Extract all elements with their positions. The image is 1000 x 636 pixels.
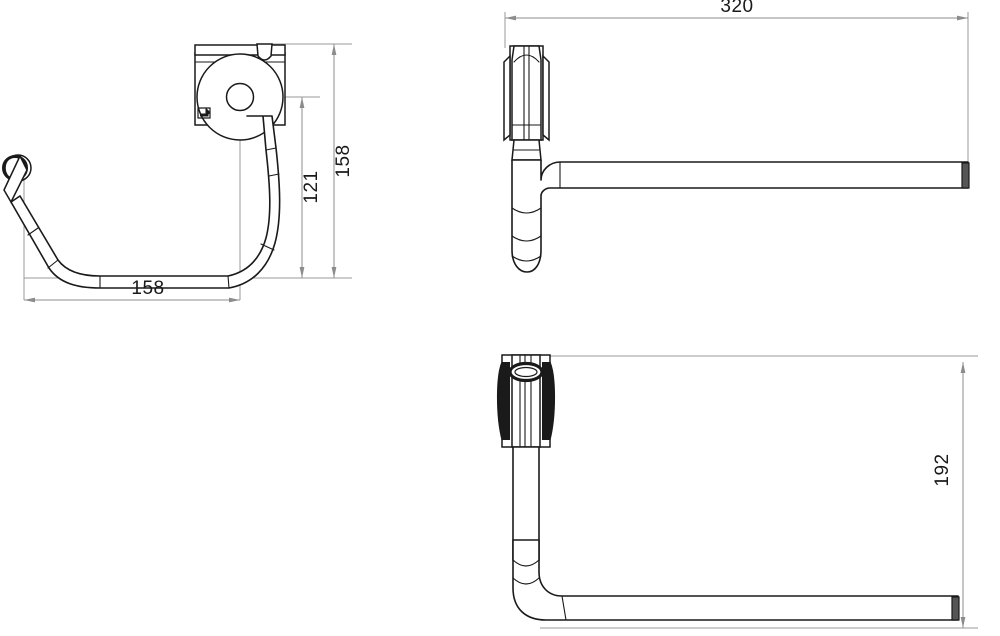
dimension-121-vertical: 121 (299, 97, 322, 278)
clamp-head-front (503, 45, 550, 142)
side-view: 158 121 158 (2, 43, 354, 303)
dimension-320-label: 320 (720, 0, 753, 17)
front-view: 320 (503, 0, 970, 273)
dimension-158-horizontal-label: 158 (131, 278, 164, 299)
dimension-192: 192 (932, 362, 966, 628)
arm-end-cap-front (961, 162, 970, 189)
tube-arm-rear (512, 539, 959, 621)
vertical-stub-front (511, 139, 542, 161)
hinge-hub-rear (497, 354, 555, 448)
dimension-192-label: 192 (932, 453, 953, 486)
bracket-logo-marking (197, 107, 211, 119)
dimension-158-vertical: 158 (331, 44, 354, 278)
rear-view-extension-lines (540, 355, 978, 629)
front-view-extension-lines (504, 12, 969, 170)
dimension-320: 320 (505, 0, 968, 21)
pivot-disc (196, 53, 284, 141)
dimension-121-vertical-label: 121 (301, 170, 322, 203)
tube-arm-profile (10, 115, 281, 289)
dimension-158-horizontal: 158 (24, 278, 240, 303)
dimension-158-vertical-label: 158 (333, 144, 354, 177)
arm-end-cap-rear (951, 596, 960, 621)
rear-view: 192 (497, 354, 978, 629)
tube-end-cap (2, 154, 32, 204)
tube-arm-front (511, 159, 969, 273)
